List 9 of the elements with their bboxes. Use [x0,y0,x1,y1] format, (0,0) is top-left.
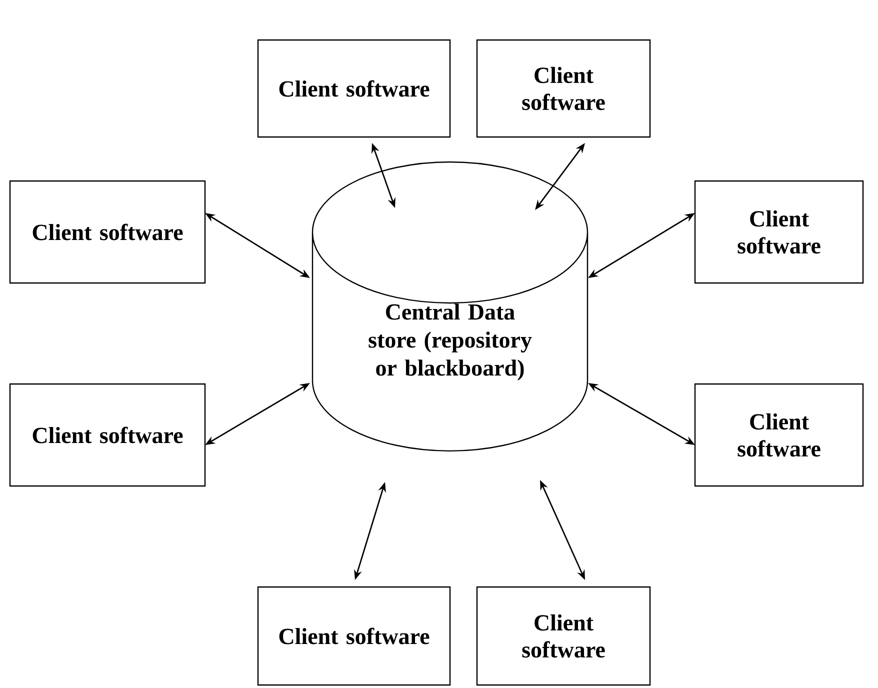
client-box: Client software [257,39,451,138]
client-box: Client software [694,383,864,487]
client-box: Client software [9,180,206,284]
client-box: Client software [476,39,651,138]
client-box: Client software [476,586,651,686]
client-box: Client software [694,180,864,284]
client-box: Client software [257,586,451,686]
client-box: Client software [9,383,206,487]
data-store-cylinder: Central Data store (repository or blackboard) [312,161,588,452]
